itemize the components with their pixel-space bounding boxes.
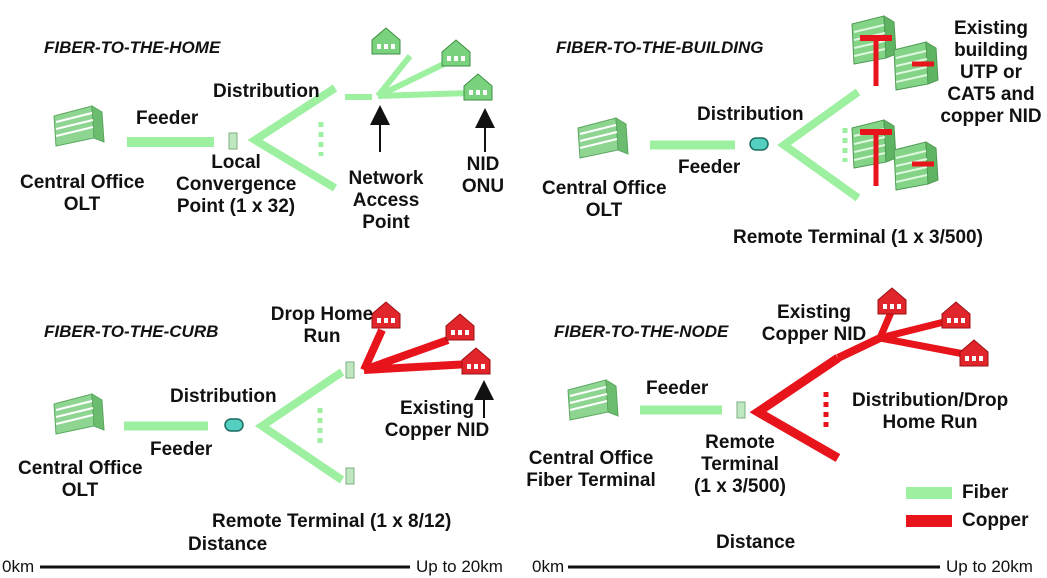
- house-icon: [463, 73, 493, 101]
- remote-terminal-icon: [224, 418, 244, 432]
- house-icon: [371, 301, 401, 329]
- fttb-feeder-label: Feeder: [678, 157, 741, 178]
- fttn-distance-label: Distance: [716, 532, 796, 553]
- fttn-drop-label: Distribution/Drop Home Run: [852, 390, 1009, 433]
- fttc-existing-label: Existing Copper NID: [384, 398, 490, 441]
- house-icon: [941, 301, 971, 329]
- house-icon: [959, 339, 989, 367]
- fttc-title: FIBER-TO-THE-CURB: [44, 322, 219, 341]
- copper-drop-line: [362, 336, 450, 374]
- house-icon: [461, 347, 491, 375]
- remote-terminal-icon: [749, 137, 769, 151]
- central-office-icon: [577, 117, 629, 159]
- scale-left-start-label: 0km: [2, 557, 35, 576]
- copper-drop-line: [360, 328, 386, 372]
- house-icon: [371, 27, 401, 55]
- fttn-title: FIBER-TO-THE-NODE: [554, 322, 729, 341]
- distribution-fiber-lines: [777, 88, 861, 202]
- copper-drop-line: [836, 334, 882, 362]
- scale-right-end-label: Up to 20km: [946, 557, 1033, 576]
- central-office-icon: [53, 393, 105, 435]
- scale-right-start-label: 0km: [532, 557, 565, 576]
- copper-drop-line: [363, 360, 471, 374]
- ftth-access-point-label: Network Access Point: [348, 168, 424, 233]
- fttc-remote-terminal-label: Remote Terminal (1 x 8/12): [212, 511, 452, 532]
- fttc-drop-label: Drop Home Run: [270, 304, 374, 347]
- fttc-distribution-label: Distribution: [170, 386, 277, 407]
- convergence-point-icon: [228, 132, 238, 150]
- fttb-panel: [577, 15, 939, 202]
- scale-left-end-label: Up to 20km: [416, 557, 503, 576]
- ftth-central-office-label: Central Office OLT: [20, 172, 145, 215]
- central-office-icon: [567, 379, 619, 421]
- ftth-nid-label: NID ONU: [461, 154, 505, 197]
- distribution-fiber-lines: [254, 368, 345, 484]
- drop-fiber-line: [375, 54, 413, 98]
- fttb-title: FIBER-TO-THE-BUILDING: [556, 38, 764, 57]
- house-icon: [441, 39, 471, 67]
- fttc-panel: [53, 301, 494, 485]
- distribution-fiber-lines: [247, 84, 338, 192]
- copper-distribution-lines: [749, 354, 841, 462]
- central-office-icon: [53, 105, 105, 147]
- terminal-node-icon: [345, 361, 355, 379]
- copper-drop-line: [879, 334, 965, 358]
- house-icon: [445, 313, 475, 341]
- copper-drop-line: [879, 318, 945, 342]
- fttb-central-office-label: Central Office OLT: [542, 178, 667, 221]
- remote-terminal-icon: [736, 401, 746, 419]
- fttn-feeder-label: Feeder: [646, 378, 709, 399]
- ftth-distribution-label: Distribution: [213, 81, 320, 102]
- fttn-existing-label: Existing Copper NID: [761, 302, 867, 345]
- drop-fiber-line: [377, 90, 471, 99]
- fttb-existing-label: Existing building UTP or CAT5 and copper…: [940, 18, 1042, 127]
- fttb-remote-terminal-label: Remote Terminal (1 x 3/500): [733, 227, 983, 248]
- fttc-distance-label: Distance: [188, 534, 268, 555]
- fttc-feeder-label: Feeder: [150, 439, 213, 460]
- copper-drop-line: [876, 308, 896, 340]
- fttb-distribution-label: Distribution: [697, 104, 804, 125]
- house-icon: [877, 287, 907, 315]
- legend-copper-label: Copper: [962, 510, 1029, 531]
- ftth-panel: [53, 27, 495, 192]
- ftth-convergence-label: Local Convergence Point (1 x 32): [176, 152, 297, 217]
- legend-fiber-label: Fiber: [962, 482, 1009, 503]
- ftth-title: FIBER-TO-THE-HOME: [44, 38, 221, 57]
- fttn-panel: [567, 287, 989, 527]
- fttn-central-office-label: Central Office Fiber Terminal: [526, 448, 656, 491]
- fttn-remote-terminal-label: Remote Terminal (1 x 3/500): [694, 432, 786, 497]
- fttc-central-office-label: Central Office OLT: [18, 458, 143, 501]
- terminal-node-icon: [345, 467, 355, 485]
- ftth-feeder-label: Feeder: [136, 108, 199, 129]
- drop-fiber-line: [376, 57, 454, 99]
